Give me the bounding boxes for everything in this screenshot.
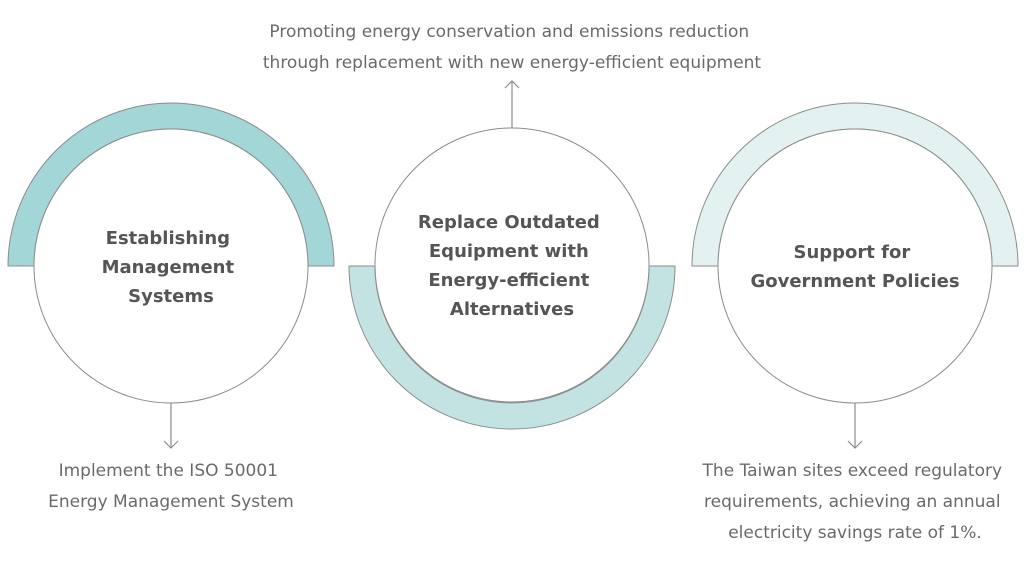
step-1-title-line: Establishing bbox=[106, 228, 230, 249]
step-3-title-line: Government Policies bbox=[750, 271, 959, 292]
step-3-circle bbox=[717, 128, 993, 404]
step-1-caption: Implement the ISO 50001 Energy Managemen… bbox=[48, 461, 294, 512]
step-3: Support for Government Policies The Taiw… bbox=[691, 102, 1019, 543]
step-2-title-line: Energy-efficient bbox=[428, 270, 589, 291]
step-2-caption-line: Promoting energy conservation and emissi… bbox=[269, 22, 749, 42]
step-3-caption: The Taiwan sites exceed regulatory requi… bbox=[702, 461, 1008, 543]
step-1-caption-line: Energy Management System bbox=[48, 492, 294, 512]
step-3-caption-line: The Taiwan sites exceed regulatory bbox=[702, 461, 1002, 481]
step-2-band bbox=[348, 265, 676, 430]
step-2-title: Replace Outdated Equipment with Energy-e… bbox=[418, 212, 606, 320]
step-1-title-line: Systems bbox=[128, 286, 214, 307]
step-3-down-arrow-icon bbox=[847, 403, 863, 449]
step-3-caption-line: requirements, achieving an annual bbox=[704, 492, 1001, 512]
step-1-down-arrow-icon bbox=[163, 403, 179, 449]
step-2-title-line: Alternatives bbox=[450, 299, 574, 320]
step-1: Establishing Management Systems Implemen… bbox=[7, 102, 335, 512]
step-2-title-line: Replace Outdated bbox=[418, 212, 600, 233]
step-3-title: Support for Government Policies bbox=[750, 242, 959, 292]
step-2-caption: Promoting energy conservation and emissi… bbox=[263, 22, 762, 73]
step-2-caption-line: through replacement with new energy-effi… bbox=[263, 53, 762, 73]
step-2-circle bbox=[374, 127, 650, 403]
step-2-title-line: Equipment with bbox=[429, 241, 589, 262]
step-1-caption-line: Implement the ISO 50001 bbox=[59, 461, 278, 481]
step-1-title: Establishing Management Systems bbox=[102, 228, 241, 307]
step-3-title-line: Support for bbox=[793, 242, 910, 263]
step-2: Replace Outdated Equipment with Energy-e… bbox=[263, 22, 762, 430]
step-3-caption-line: electricity savings rate of 1%. bbox=[728, 523, 982, 543]
step-2-up-arrow-icon bbox=[504, 80, 520, 128]
step-1-title-line: Management bbox=[102, 257, 235, 278]
